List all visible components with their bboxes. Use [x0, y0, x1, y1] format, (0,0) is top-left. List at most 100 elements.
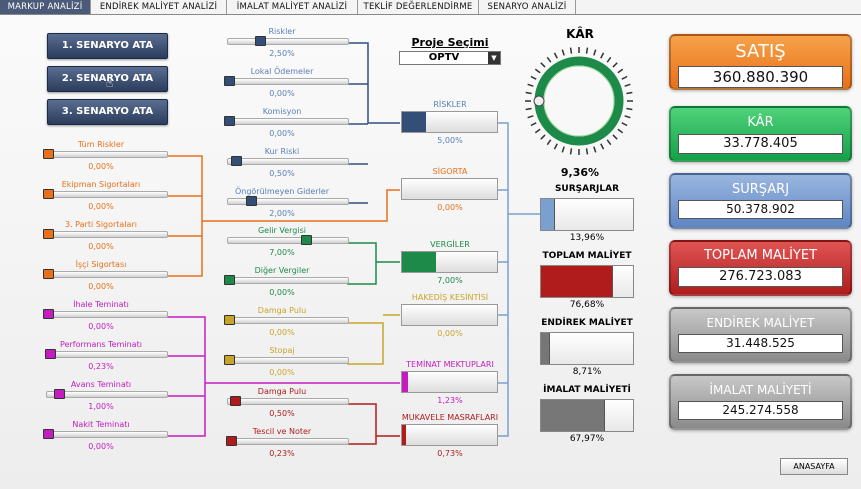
group-label: SİGORTA [432, 167, 468, 176]
scenario-3-button[interactable]: 3. SENARYO ATA [47, 99, 168, 125]
blue_inputs-label: Komisyon [262, 107, 302, 116]
gauge-tick [561, 49, 565, 56]
result-card-value: 360.880.390 [678, 66, 843, 88]
magenta_inputs-slider[interactable] [46, 391, 168, 398]
tab-senaryo[interactable]: SENARYO ANALİZİ [479, 0, 576, 14]
blue_inputs-value: 0,50% [269, 169, 295, 178]
blue_inputs-slider[interactable] [227, 158, 349, 165]
red_inputs-slider-handle[interactable] [229, 396, 241, 406]
green_inputs-label: Diğer Vergiler [254, 266, 310, 275]
summary-value: 13,96% [569, 233, 605, 243]
gauge-tick [606, 139, 612, 146]
green_inputs-slider-handle[interactable] [224, 275, 235, 285]
yellow_inputs-label: Damga Pulu [257, 306, 307, 315]
orange_inputs-slider-handle[interactable] [43, 189, 54, 199]
gauge-tick [585, 148, 589, 155]
result-card-title: SATIŞ [735, 41, 786, 62]
blue_inputs-slider-handle[interactable] [224, 116, 235, 126]
orange_inputs-label: 3. Parti Sigortaları [65, 220, 137, 229]
blue_inputs-slider[interactable] [227, 38, 349, 45]
blue_inputs-slider[interactable] [227, 118, 349, 125]
red_inputs-slider[interactable] [227, 398, 349, 405]
result-card-title: İMALAT MALİYETİ [709, 383, 812, 397]
summary-bar [540, 332, 634, 365]
blue_inputs-slider[interactable] [227, 198, 349, 205]
blue_inputs-slider-handle[interactable] [230, 156, 242, 166]
red_inputs-slider-handle[interactable] [226, 436, 238, 446]
anasayfa-button[interactable]: ANASAYFA [780, 458, 848, 475]
orange_inputs-slider-handle[interactable] [43, 269, 54, 279]
kar-gauge-percent: 9,36% [560, 166, 600, 179]
group-bar [401, 178, 498, 200]
result-card-value: 31.448.525 [678, 334, 843, 353]
group-value: 7,00% [437, 276, 463, 285]
tab-teklif[interactable]: TEKLİF DEĞERLENDİRME [358, 0, 479, 14]
group-label: MUKAVELE MASRAFLARI [401, 413, 499, 422]
gauge-tick [553, 52, 558, 59]
orange_inputs-slider[interactable] [46, 191, 168, 198]
orange_inputs-slider-handle[interactable] [43, 229, 54, 239]
gauge-tick [612, 134, 618, 140]
orange_inputs-value: 0,00% [88, 242, 114, 251]
chevron-down-icon[interactable]: ▼ [488, 52, 500, 64]
red_inputs-slider[interactable] [227, 438, 349, 445]
blue_inputs-slider[interactable] [227, 78, 349, 85]
tab-bar: MARKUP ANALİZİ ENDİREK MALİYET ANALİZİ İ… [0, 0, 861, 15]
magenta_inputs-value: 0,23% [88, 362, 114, 371]
magenta_inputs-label: Performans Teminatı [60, 340, 142, 349]
result-card-value: 245.274.558 [678, 401, 843, 420]
group-label: RİSKLER [433, 100, 467, 109]
orange_inputs-slider[interactable] [46, 271, 168, 278]
blue_inputs-slider-handle[interactable] [224, 76, 235, 86]
orange_inputs-slider-handle[interactable] [43, 149, 54, 159]
gauge-tick [530, 122, 537, 127]
tab-markup-analizi[interactable]: MARKUP ANALİZİ [0, 0, 91, 14]
yellow_inputs-slider[interactable] [227, 317, 349, 324]
group-label: VERGİLER [430, 240, 470, 249]
orange_inputs-slider[interactable] [46, 231, 168, 238]
green_inputs-slider[interactable] [227, 237, 349, 244]
yellow_inputs-slider[interactable] [227, 357, 349, 364]
result-card: İMALAT MALİYETİ 245.274.558 [669, 374, 852, 430]
magenta_inputs-slider-handle[interactable] [43, 309, 54, 319]
summary-bar [540, 399, 634, 432]
blue_inputs-slider-handle[interactable] [246, 196, 257, 206]
gauge-tick [593, 49, 597, 56]
tab-imalat-maliyet[interactable]: İMALAT MALİYET ANALİZİ [227, 0, 358, 14]
magenta_inputs-slider-handle[interactable] [45, 349, 57, 359]
gauge-tick [525, 107, 532, 111]
green_inputs-slider[interactable] [227, 277, 349, 284]
blue_inputs-label: Lokal Ödemeler [250, 67, 314, 76]
magenta_inputs-slider-handle[interactable] [43, 429, 54, 439]
gauge-tick [585, 47, 589, 54]
magenta_inputs-slider[interactable] [46, 431, 168, 438]
proje-select[interactable]: OPTV ▼ [399, 51, 501, 65]
scenario-2-button[interactable]: 2. SENARYO ATA [47, 66, 168, 92]
group-bar [401, 251, 498, 273]
group-value: 5,00% [437, 136, 463, 145]
orange_inputs-slider[interactable] [46, 151, 168, 158]
blue_inputs-slider-handle[interactable] [254, 36, 266, 46]
green_inputs-value: 0,00% [269, 288, 295, 297]
proje-select-value: OPTV [428, 52, 460, 63]
yellow_inputs-slider-handle[interactable] [224, 315, 235, 325]
gauge-tick [534, 128, 541, 134]
gauge-tick [626, 107, 633, 111]
group-bar [401, 111, 498, 133]
green_inputs-slider-handle[interactable] [301, 235, 312, 245]
scenario-1-button[interactable]: 1. SENARYO ATA [47, 33, 168, 59]
gauge-tick [569, 47, 573, 54]
magenta_inputs-value: 0,00% [88, 442, 114, 451]
group-bar [401, 424, 498, 446]
group-bar [401, 371, 498, 393]
yellow_inputs-slider-handle[interactable] [224, 355, 235, 365]
magenta_inputs-slider[interactable] [46, 311, 168, 318]
gauge-tick [569, 148, 573, 155]
tab-endirek-maliyet[interactable]: ENDİREK MALİYET ANALİZİ [91, 0, 227, 14]
gauge-tick [621, 75, 628, 80]
yellow_inputs-value: 0,00% [269, 368, 295, 377]
magenta_inputs-slider[interactable] [46, 351, 168, 358]
kar-gauge [525, 47, 633, 155]
magenta_inputs-slider-handle[interactable] [54, 389, 65, 399]
